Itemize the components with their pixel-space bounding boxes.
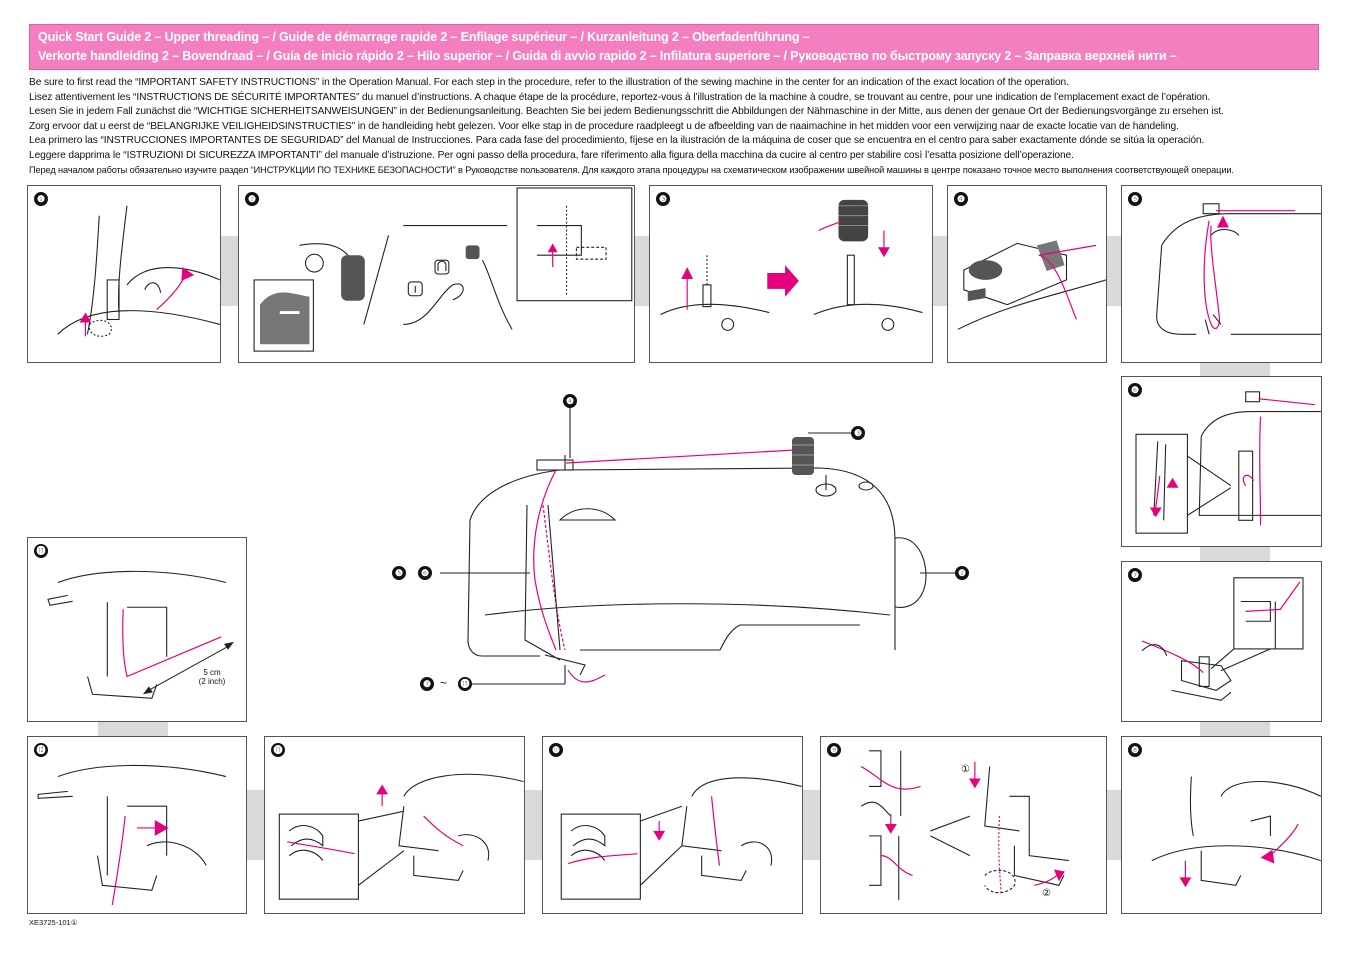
connector bbox=[1106, 790, 1122, 860]
take-up-lever-illustration bbox=[1135, 391, 1321, 534]
title-line-1: Quick Start Guide 2 – Upper threading – … bbox=[38, 30, 810, 44]
step-number: ⓬ bbox=[34, 743, 48, 757]
connector bbox=[98, 721, 168, 737]
step-number: ❾ bbox=[827, 743, 841, 757]
connector bbox=[246, 790, 264, 860]
connector bbox=[524, 790, 542, 860]
step-number: ❺ bbox=[1128, 192, 1142, 206]
spool-pin-illustration bbox=[660, 199, 923, 331]
intro-it: Leggere dapprima le “ISTRUZIONI DI SICUR… bbox=[29, 149, 1074, 161]
callout-step-3: ❸ bbox=[851, 426, 865, 440]
step-12-panel: ⓬ bbox=[27, 736, 247, 914]
needle-bar-guide-illustration bbox=[1141, 577, 1304, 701]
connector bbox=[1200, 362, 1270, 376]
connector bbox=[1200, 721, 1270, 737]
step-2-panel: ❷ bbox=[238, 185, 635, 363]
step-number: ❼ bbox=[1128, 568, 1142, 582]
callout-step-13: ⓭ bbox=[458, 677, 472, 691]
needle-bar-threading-illustration bbox=[860, 750, 1069, 901]
thread-path-illustration bbox=[1156, 203, 1321, 335]
step-1-panel: ❶ bbox=[27, 185, 221, 363]
step-6-panel: ❻ bbox=[1121, 376, 1322, 547]
connector bbox=[1106, 236, 1122, 306]
step-number: ⓫ bbox=[271, 743, 285, 757]
intro-nl: Zorg ervoor dat u eerst de “BELANGRIJKE … bbox=[29, 120, 1179, 132]
thread-length-inch: (2 inch) bbox=[198, 677, 226, 686]
intro-de: Lesen Sie in jedem Fall zunächst die “WI… bbox=[29, 106, 1224, 117]
intro-text: Be sure to first read the “IMPORTANT SAF… bbox=[29, 76, 1329, 178]
release-lever-illustration bbox=[278, 773, 524, 900]
thread-length-illustration bbox=[47, 570, 234, 699]
handwheel-illustration bbox=[253, 187, 633, 352]
step-number: ❷ bbox=[245, 192, 259, 206]
step-number: ⓭ bbox=[34, 544, 48, 558]
sub-step-marker-1: ① bbox=[961, 764, 970, 775]
callout-step-5: ❺ bbox=[392, 566, 406, 580]
callout-step-2: ❷ bbox=[955, 566, 969, 580]
intro-ru: Перед началом работы обязательно изучите… bbox=[29, 165, 1234, 175]
needle-threader-lever-illustration bbox=[560, 777, 802, 900]
connector bbox=[220, 236, 238, 306]
intro-en: Be sure to first read the “IMPORTANT SAF… bbox=[29, 77, 1069, 88]
step-8-panel: ❽ bbox=[1121, 736, 1322, 914]
step-number: ❿ bbox=[549, 743, 563, 757]
title-line-2: Verkorte handleiding 2 – Bovendraad – / … bbox=[38, 49, 1177, 63]
thread-guide-illustration bbox=[957, 240, 1106, 330]
step-number: ❻ bbox=[1128, 383, 1142, 397]
step-7-panel: ❼ bbox=[1121, 561, 1322, 722]
callout-step-6: ❻ bbox=[418, 566, 432, 580]
step-number: ❶ bbox=[34, 192, 48, 206]
presser-foot-lever-illustration bbox=[57, 205, 220, 337]
document-code: XE3725-101① bbox=[29, 918, 78, 927]
step-10-panel: ❿ bbox=[542, 736, 803, 914]
connector bbox=[634, 236, 650, 306]
step-13-panel: ⓭ 5 cm (2 inch) bbox=[27, 537, 247, 722]
step-9-panel: ❾ ① ② bbox=[820, 736, 1107, 914]
connector bbox=[802, 790, 820, 860]
connector bbox=[932, 236, 948, 306]
step-number: ❽ bbox=[1128, 743, 1142, 757]
callout-step-4: ❹ bbox=[563, 394, 577, 408]
step-11-panel: ⓫ bbox=[264, 736, 525, 914]
intro-fr: Lisez attentivement les “INSTRUCTIONS DE… bbox=[29, 91, 1211, 103]
step-3-panel: ❸ bbox=[649, 185, 933, 363]
thread-length-label: 5 cm (2 inch) bbox=[190, 668, 234, 686]
range-tilde: ~ bbox=[440, 676, 448, 690]
step-number: ❸ bbox=[656, 192, 670, 206]
presser-foot-down-illustration bbox=[1151, 776, 1321, 888]
callout-step-7: ❼ bbox=[420, 677, 434, 691]
step-number: ❹ bbox=[954, 192, 968, 206]
connector bbox=[1200, 546, 1270, 561]
title-banner: Quick Start Guide 2 – Upper threading – … bbox=[29, 24, 1319, 70]
pull-thread-illustration bbox=[37, 764, 227, 906]
step-4-panel: ❹ bbox=[947, 185, 1107, 363]
thread-length-cm: 5 cm bbox=[203, 668, 221, 677]
step-5-panel: ❺ bbox=[1121, 185, 1322, 363]
sub-step-marker-2: ② bbox=[1042, 888, 1051, 899]
intro-es: Lea primero las “INSTRUCCIONES IMPORTANT… bbox=[29, 135, 1205, 146]
